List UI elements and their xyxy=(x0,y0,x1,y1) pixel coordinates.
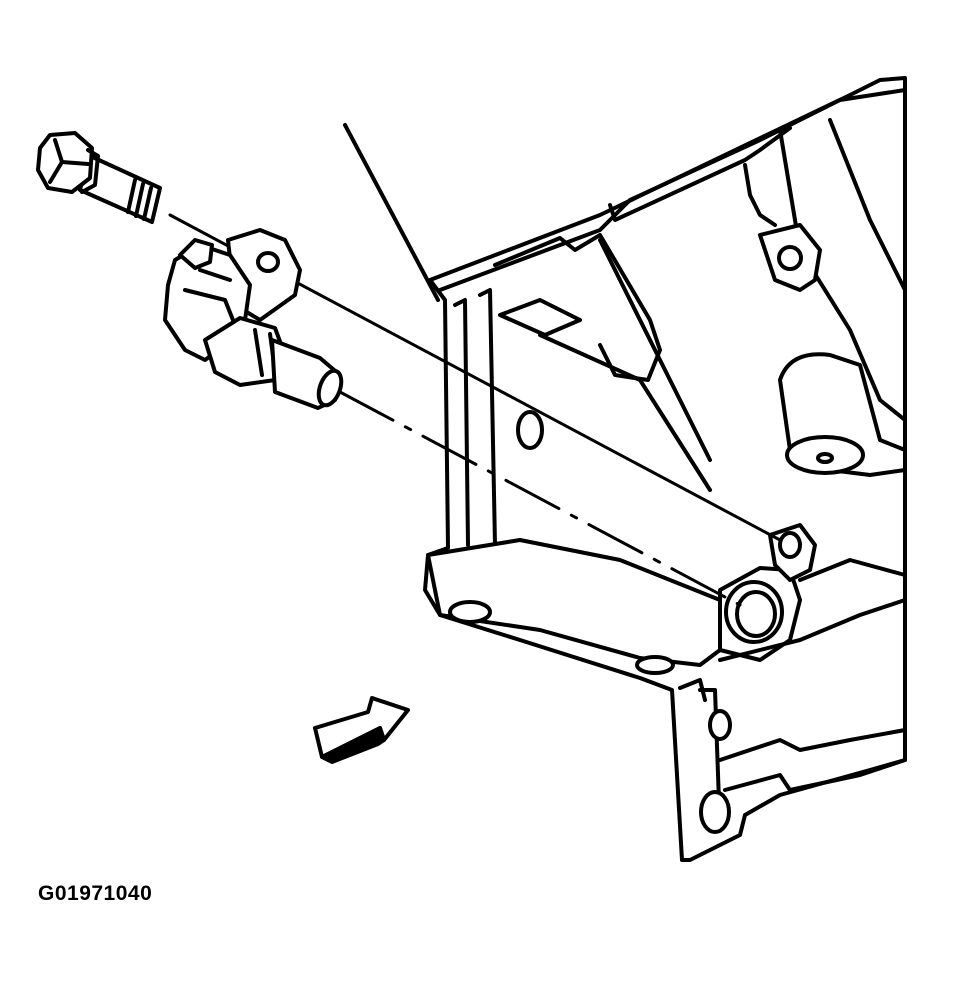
figure-code-label: G01971040 xyxy=(38,882,153,905)
sensor-alignment-line xyxy=(338,390,742,607)
block-lower-flange xyxy=(698,688,722,832)
bolt xyxy=(36,131,162,224)
block-cylinder-hole xyxy=(816,452,834,464)
view-direction-arrow xyxy=(313,696,410,764)
block-lower-right xyxy=(798,558,907,582)
engine-block xyxy=(343,76,907,862)
pad-bolt-hole-1 xyxy=(448,600,492,624)
block-lower-detail xyxy=(718,728,907,762)
block-rib-2 xyxy=(498,298,582,337)
block-lower-detail-2 xyxy=(723,758,907,792)
block-rib-3 xyxy=(538,333,712,492)
sensor-connector-latch xyxy=(178,238,214,270)
block-rib-7 xyxy=(743,163,777,227)
sensor-connector-detail xyxy=(183,268,237,327)
block-mounting-pad xyxy=(426,538,722,667)
block-top-ridge-2 xyxy=(608,126,792,222)
sensor-bolt-hole xyxy=(778,531,802,559)
block-rib-6 xyxy=(828,118,907,292)
block-edge-line xyxy=(343,123,440,302)
block-left-flange-2 xyxy=(478,288,497,547)
block-lower-hole xyxy=(699,790,731,834)
sensor-bore-inner xyxy=(735,590,777,638)
block-left-flange xyxy=(453,298,470,547)
block-top-ridge xyxy=(438,88,907,292)
block-lower-right-2 xyxy=(718,598,907,662)
block-flange-hole-1 xyxy=(516,410,544,450)
block-rib-5 xyxy=(778,128,907,422)
sensor-bracket-hole xyxy=(256,251,280,273)
block-rib-1 xyxy=(493,233,662,382)
block-rib-4 xyxy=(598,238,712,462)
block-lower-ledge xyxy=(678,678,707,702)
block-boss-upper-hole xyxy=(777,245,803,271)
crankshaft-position-sensor xyxy=(163,228,344,410)
bolt-head-facets xyxy=(48,138,90,184)
bolt-flange xyxy=(80,148,100,194)
pad-bolt-hole-2 xyxy=(635,655,675,675)
block-lower-hole-2 xyxy=(708,709,732,741)
arrow-shadow xyxy=(320,726,386,764)
bolt-threads xyxy=(126,178,153,221)
sensor-tip-end xyxy=(316,368,344,408)
